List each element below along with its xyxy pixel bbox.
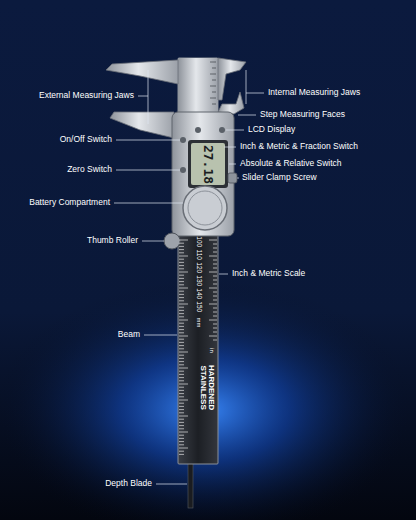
callout-label: Depth Blade <box>105 479 152 489</box>
metric-ticks <box>179 240 188 454</box>
callout-label: Battery Compartment <box>29 198 110 208</box>
power-button <box>180 137 186 143</box>
callout-label: Step Measuring Faces <box>260 110 345 120</box>
scale-number: 110 <box>195 250 202 260</box>
lcd-screen <box>191 143 225 185</box>
callout-label: Slider Clamp Screw <box>242 173 317 183</box>
battery-cover-ring <box>188 191 222 225</box>
battery-cover <box>183 186 227 230</box>
scale-number: 130 <box>195 276 202 287</box>
on-off-button <box>195 127 201 133</box>
beam-top <box>178 58 218 118</box>
slider-body <box>172 112 234 236</box>
unit-button <box>219 127 225 133</box>
zero-button <box>180 167 186 173</box>
callout-label: Zero Switch <box>67 165 112 175</box>
caliper <box>106 58 246 508</box>
callout-label: LCD Display <box>248 125 295 135</box>
unit-label: mm <box>196 317 203 327</box>
callout-label: Beam <box>118 330 140 340</box>
scale-number: 150 <box>195 302 202 313</box>
fixed-external-jaw <box>106 60 178 84</box>
depth-blade <box>188 460 193 508</box>
clamp-screw <box>228 173 237 183</box>
beam-marking: STAINLESS <box>198 366 207 410</box>
top-ticks <box>210 62 216 104</box>
callout-label: Inch & Metric & Fraction Switch <box>240 142 358 152</box>
scale-number: 120 <box>195 263 202 274</box>
scale-number: 140 <box>195 289 202 300</box>
lcd-frame <box>188 140 228 188</box>
callout-label: On/Off Switch <box>60 135 112 145</box>
callout-label: Absolute & Relative Switch <box>240 159 342 169</box>
fixed-internal-jaw <box>218 58 246 100</box>
thumb-roller <box>164 233 180 249</box>
beam-marking: HARDENED <box>207 365 216 410</box>
inch-ticks <box>209 240 217 340</box>
lcd-reading: 27.18 <box>201 144 216 183</box>
unit-label: in <box>208 348 215 353</box>
callout-label: External Measuring Jaws <box>39 91 134 101</box>
callout-label: Inch & Metric Scale <box>232 269 305 279</box>
callout-label: Internal Measuring Jaws <box>268 88 360 98</box>
sliding-external-jaw <box>110 112 174 138</box>
sliding-internal-jaw <box>218 92 244 114</box>
scale-number: 100 <box>195 237 202 248</box>
callout-label: Thumb Roller <box>87 236 138 246</box>
